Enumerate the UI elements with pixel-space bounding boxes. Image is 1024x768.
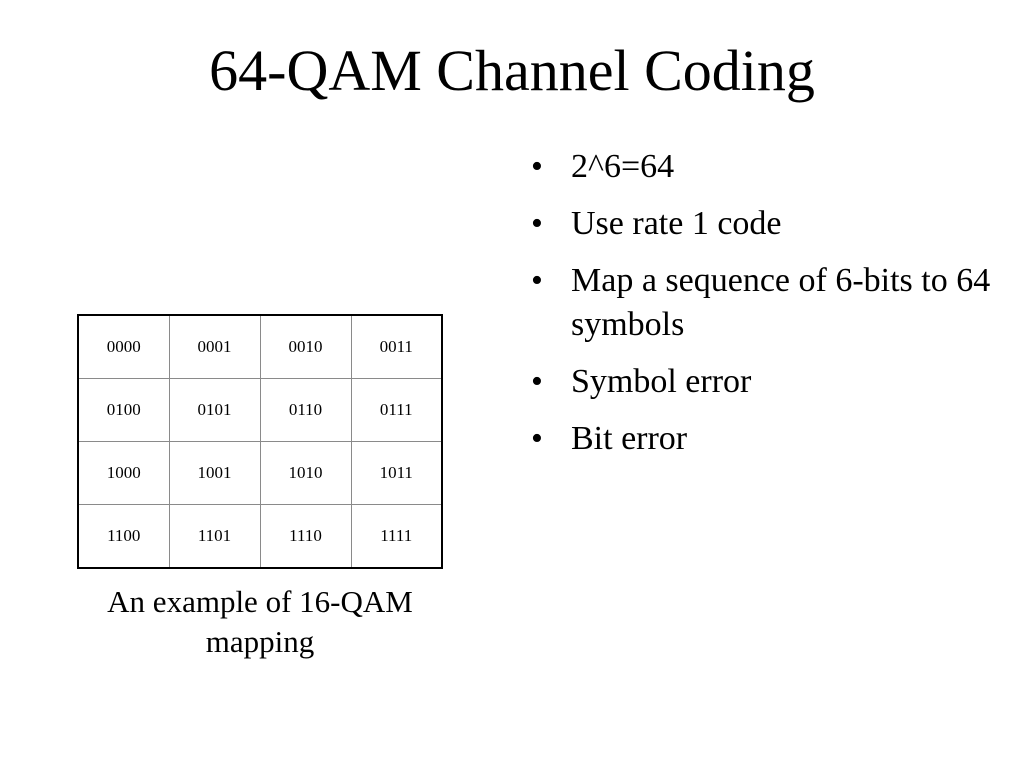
table-cell: 0000 (77, 314, 170, 379)
table-cell: 0101 (168, 378, 261, 442)
bullet-item: • Use rate 1 code (531, 202, 1001, 246)
bullet-marker: • (531, 148, 543, 185)
bullet-text: Symbol error (571, 363, 752, 400)
bullet-item: • Map a sequence of 6-bits to 64 symbols (531, 259, 1001, 347)
bullet-item: • Symbol error (531, 360, 1001, 404)
bullet-text: Use rate 1 code (571, 205, 782, 242)
table-cell: 1110 (259, 504, 352, 569)
table-cell: 1000 (77, 441, 170, 505)
bullet-marker: • (531, 420, 543, 457)
table-cell: 1001 (168, 441, 261, 505)
table-cell: 0110 (259, 378, 352, 442)
table-caption: An example of 16-QAM mapping (107, 584, 413, 659)
bullet-text: Map a sequence of 6-bits to 64 symbols (571, 262, 991, 343)
bullet-item: • 2^6=64 (531, 145, 1001, 189)
table-row: 1100 1101 1110 1111 (77, 504, 443, 569)
table-cell: 1101 (168, 504, 261, 569)
bullet-marker: • (531, 363, 543, 400)
table-cell: 1111 (350, 504, 443, 569)
table-row: 0000 0001 0010 0011 (77, 314, 443, 379)
table-row: 0100 0101 0110 0111 (77, 378, 443, 442)
table-cell: 1011 (350, 441, 443, 505)
table-cell: 0010 (259, 314, 352, 379)
table-cell: 0100 (77, 378, 170, 442)
bullet-list: • 2^6=64 • Use rate 1 code • Map a seque… (531, 145, 1001, 474)
slide-title: 64-QAM Channel Coding (209, 38, 815, 103)
bullet-text: 2^6=64 (571, 148, 675, 185)
table-cell: 1100 (77, 504, 170, 569)
qam-mapping-table: 0000 0001 0010 0011 0100 0101 0110 0111 … (77, 314, 443, 569)
table-row: 1000 1001 1010 1011 (77, 441, 443, 505)
bullet-marker: • (531, 262, 543, 299)
bullet-item: • Bit error (531, 417, 1001, 461)
table-cell: 1010 (259, 441, 352, 505)
bullet-marker: • (531, 205, 543, 242)
table-cell: 0011 (350, 314, 443, 379)
table-cell: 0111 (350, 378, 443, 442)
table-cell: 0001 (168, 314, 261, 379)
bullet-text: Bit error (571, 420, 688, 457)
